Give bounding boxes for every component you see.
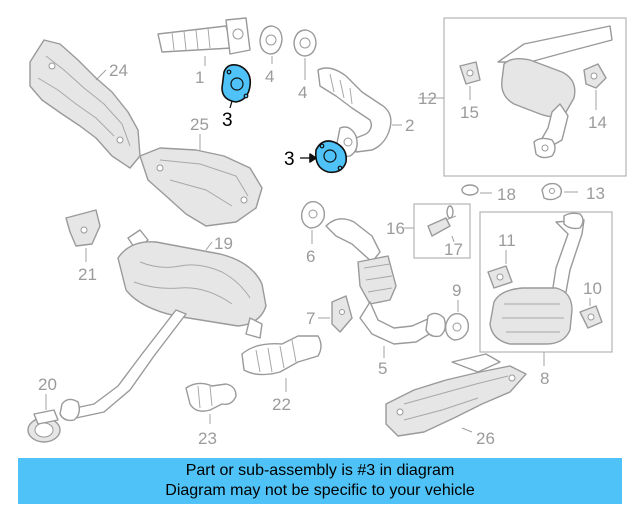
callout-8: 8 [540, 369, 549, 388]
part-22-flex-pipe: 22 [241, 335, 322, 414]
banner-line-part: Part or sub-assembly is #3 in diagram [185, 462, 455, 479]
part-4-gasket-a: 4 [259, 25, 283, 86]
callout-9: 9 [452, 281, 461, 300]
part-9-gasket: 9 [444, 281, 470, 341]
callout-14: 14 [588, 113, 607, 132]
callout-11: 11 [498, 231, 516, 250]
part-12-rear-muffler-assembly: 12 [418, 17, 627, 177]
callout-18: 18 [497, 185, 516, 204]
part-24-heat-shield: 24 [29, 39, 141, 169]
callout-6: 6 [306, 247, 315, 266]
part-25-heat-shield: 25 [139, 115, 263, 227]
part-19-center-muffler: 19 [59, 229, 267, 422]
part-5-catalytic-converter: 5 [325, 218, 447, 378]
part-10-hanger: 10 [579, 279, 603, 329]
part-4-gasket-b: 4 [293, 29, 317, 102]
part-18-gasket-ring: 18 [461, 184, 516, 204]
banner-line-disclaimer: Diagram may not be specific to your vehi… [165, 482, 475, 499]
callout-10: 10 [583, 279, 602, 298]
part-21-bracket: 21 [65, 209, 101, 284]
callout-16: 16 [386, 219, 405, 238]
callout-25: 25 [190, 115, 209, 134]
part-14-hanger: 14 [583, 63, 607, 132]
callout-4-a: 4 [265, 67, 274, 86]
callout-7: 7 [306, 309, 315, 328]
callout-21: 21 [78, 265, 97, 284]
part-7-bracket: 7 [306, 295, 353, 333]
callout-3-upper: 3 [222, 110, 233, 131]
callout-4-b: 4 [298, 83, 307, 102]
callout-23-label: 23 [198, 429, 217, 448]
part-1-flex-pipe: 1 [157, 17, 251, 87]
part-6-gasket: 6 [300, 201, 326, 266]
callout-5: 5 [378, 359, 387, 378]
callout-22: 22 [272, 395, 291, 414]
callout-15: 15 [460, 103, 479, 122]
part-20-clamp: 20 [27, 375, 61, 443]
callout-26: 26 [476, 429, 495, 448]
part-15-hanger: 15 [459, 61, 481, 122]
callout-1: 1 [195, 68, 204, 87]
callout-24: 24 [109, 61, 128, 80]
part-3-gasket-lower: 3 [284, 140, 348, 174]
info-banner: Part or sub-assembly is #3 in diagram Di… [18, 458, 622, 504]
part-23-hose: 24 23 [185, 382, 237, 448]
callout-2: 2 [405, 116, 414, 135]
part-13-gasket: 13 [541, 182, 605, 203]
part-26-floor-heat-shield: 26 [385, 353, 527, 448]
callout-13: 13 [586, 184, 605, 203]
callout-20: 20 [38, 375, 57, 394]
part-16-sensor-assembly: 16 17 [386, 203, 471, 259]
part-11-hanger: 11 [487, 231, 516, 289]
part-8-front-muffler-assembly: 8 [479, 211, 613, 388]
part-3-gasket-upper: 3 [221, 64, 252, 131]
callout-17: 17 [444, 240, 463, 259]
exploded-parts-diagram: 24 1 3 4 [27, 17, 627, 448]
callout-12: 12 [418, 89, 437, 108]
callout-19: 19 [214, 234, 233, 253]
callout-3-lower: 3 [284, 149, 295, 170]
